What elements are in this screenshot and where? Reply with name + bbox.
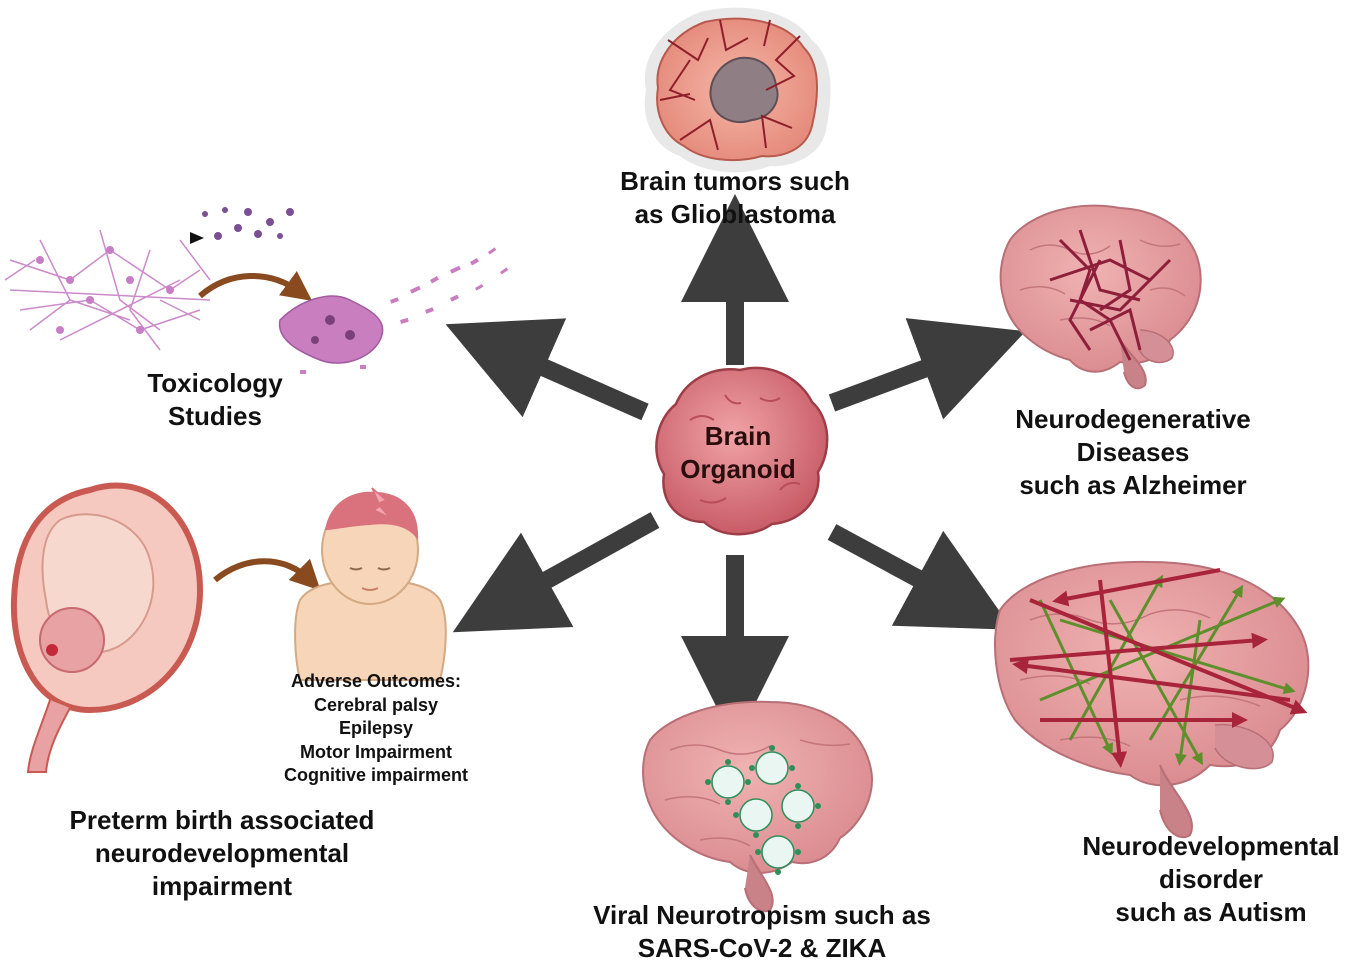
viral-label: Viral Neurotropism such as SARS-CoV-2 & … [560,899,964,964]
preterm-label-line: impairment [151,871,293,901]
glioblastoma-label-line: as Glioblastoma [634,199,836,229]
viral-label-line: Viral Neurotropism such as [593,900,931,930]
center-label: Brain Organoid [660,420,816,486]
viral-brain-image [642,700,873,913]
toxicology-label: Toxicology Studies [120,367,310,433]
adverse-outcome-item: Cognitive impairment [283,765,469,785]
radial-arrows [445,194,1026,744]
glioblastoma-label-line: Brain tumors such [620,166,850,196]
glioblastoma-label: Brain tumors such as Glioblastoma [585,165,885,231]
arrow-to-toxicology [445,318,649,421]
center-label-line: Brain [704,421,772,451]
arrow-to-autism [827,524,1013,630]
arrow-to-preterm [452,512,660,633]
autism-label-line: Neurodevelopmental [1082,831,1340,861]
arrow-to-neurodegenerative [828,318,1026,420]
brain-organoid-image [655,366,829,536]
adverse-outcomes-list: Adverse Outcomes: Cerebral palsy Epileps… [266,670,486,788]
autism-label-line: such as Autism [1115,897,1307,927]
adverse-outcome-item: Motor Impairment [299,741,452,762]
autism-brain-image [994,560,1310,839]
toxicology-label-line: Studies [168,401,262,431]
baby-image [294,487,447,681]
autism-label-line: disorder [1158,864,1264,894]
neurodegenerative-label-line: Diseases [1076,437,1190,467]
adverse-outcome-item: Cerebral palsy [313,694,439,715]
neurodegenerative-label-line: such as Alzheimer [1019,470,1247,500]
viral-label-line: SARS-CoV-2 & ZIKA [637,933,887,963]
adverse-outcome-item: Epilepsy [338,718,414,738]
preterm-label-line: Preterm birth associated [69,805,375,835]
toxicology-label-line: Toxicology [147,368,283,398]
toxicology-image [4,207,509,374]
preterm-label: Preterm birth associated neurodevelopmen… [40,804,404,903]
autism-label: Neurodevelopmental disorder such as Auti… [1068,830,1350,929]
adverse-outcomes-heading: Adverse Outcomes: [290,671,462,691]
preterm-label-line: neurodevelopmental [94,838,350,868]
alzheimer-brain-image [999,204,1202,390]
neurodegenerative-label-line: Neurodegenerative [1015,404,1251,434]
neurodegenerative-label: Neurodegenerative Diseases such as Alzhe… [990,403,1276,502]
glioblastoma-image [644,7,831,173]
center-label-line: Organoid [680,454,796,484]
pregnancy-image [10,482,321,773]
